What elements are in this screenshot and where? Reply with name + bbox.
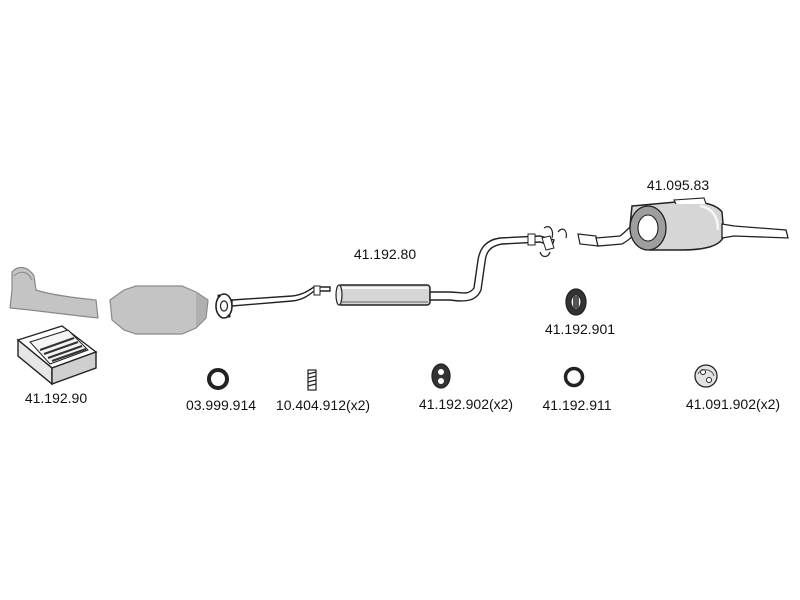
- silencer-icon: [335, 284, 431, 306]
- middle-silencer-assembly: 41.192.80: [231, 226, 555, 307]
- rubber-mount-single: 41.192.901: [545, 288, 615, 337]
- mounting-kit-label: 41.192.90: [25, 390, 87, 406]
- front-pipe: [9, 266, 99, 319]
- spring-icon: [307, 369, 317, 391]
- seal-ring-small: 41.192.911: [542, 366, 612, 413]
- rubber-mount-icon: [431, 363, 451, 389]
- seal-ring: 03.999.914: [186, 368, 256, 413]
- tail-pipe: [721, 223, 789, 239]
- front-pipe-icon: [9, 266, 99, 319]
- middle-silencer-label: 41.192.80: [354, 246, 416, 262]
- middle-rear-pipe: [429, 235, 555, 302]
- rubber-mount-icon: [565, 288, 587, 316]
- hanger-icon: [694, 364, 718, 388]
- kit-box-icon: [16, 325, 98, 386]
- rear-silencer: 41.095.83: [557, 177, 789, 251]
- seal-ring-small-label: 41.192.911: [542, 397, 611, 413]
- rubber-mount-pair-label: 41.192.902(x2): [419, 396, 513, 412]
- spring-part: 10.404.912(x2): [276, 369, 370, 413]
- catalyst-icon: [109, 285, 209, 335]
- rear-silencer-label: 41.095.83: [647, 177, 709, 193]
- rubber-mount-pair: 41.192.902(x2): [419, 363, 513, 412]
- rubber-mount-single-label: 41.192.901: [545, 321, 615, 337]
- front-flange: [215, 293, 233, 319]
- ring-icon: [563, 366, 585, 388]
- rear-hanger-label: 41.091.902(x2): [686, 396, 780, 412]
- spring-label: 10.404.912(x2): [276, 397, 370, 413]
- middle-front-pipe: [231, 286, 331, 307]
- rear-hanger: 41.091.902(x2): [686, 364, 780, 412]
- ring-icon: [207, 368, 229, 390]
- mounting-kit: 41.192.90: [16, 325, 98, 406]
- catalyst: [109, 285, 209, 335]
- rear-silencer-icon: [629, 197, 725, 251]
- seal-ring-label: 03.999.914: [186, 397, 256, 413]
